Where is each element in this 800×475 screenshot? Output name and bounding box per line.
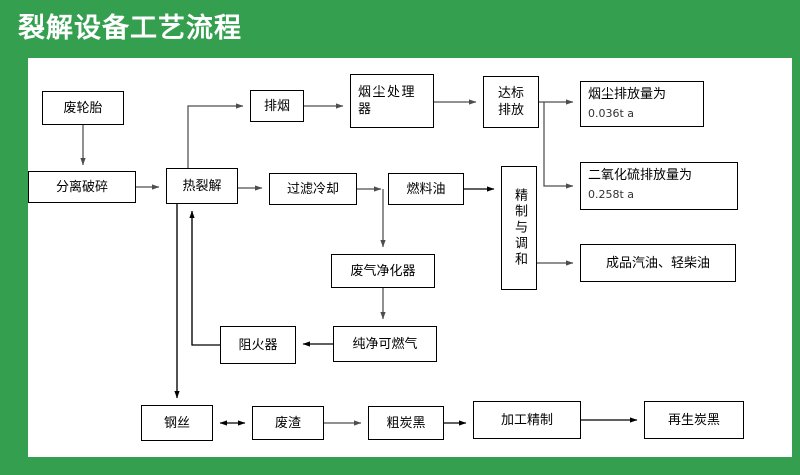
flowchart-connectors xyxy=(80,99,638,426)
node-steel-wire[interactable]: 钢丝 xyxy=(141,405,213,441)
node-label: 燃料油 xyxy=(406,181,446,197)
node-gas-purifier[interactable]: 废气净化器 xyxy=(331,254,435,288)
node-waste-residue[interactable]: 废渣 xyxy=(252,406,324,440)
node-separate-crush[interactable]: 分离破碎 xyxy=(28,171,136,203)
node-value: 0.036t a xyxy=(588,107,635,120)
node-dust-treater[interactable]: 烟尘处理 器 xyxy=(350,74,434,128)
node-flame-arrester[interactable]: 阻火器 xyxy=(220,326,296,364)
node-label: 钢丝 xyxy=(163,415,190,431)
node-label: 废渣 xyxy=(274,415,301,431)
edge-std-emission-to-so2-amount xyxy=(543,102,574,189)
node-finished-oil[interactable]: 成品汽油、轻柴油 xyxy=(580,244,736,282)
node-clean-gas[interactable]: 纯净可燃气 xyxy=(333,326,437,362)
node-regenerated-carbon-black[interactable]: 再生炭黑 xyxy=(644,401,744,439)
node-label: 达标 排放 xyxy=(497,86,524,118)
node-label: 过滤冷却 xyxy=(286,181,339,197)
node-label: 精制与调和 xyxy=(512,188,527,268)
node-refine-blend[interactable]: 精制与调和 xyxy=(501,166,537,290)
node-std-emission[interactable]: 达标 排放 xyxy=(483,76,539,128)
node-label: 成品汽油、轻柴油 xyxy=(605,255,710,271)
node-label: 烟尘处理 器 xyxy=(358,85,417,117)
node-dust-emission-amount[interactable]: 烟尘排放量为 0.036t a xyxy=(580,81,704,127)
node-label: 二氧化硫排放量为 xyxy=(588,168,693,183)
node-label: 再生炭黑 xyxy=(667,412,720,428)
node-raw-carbon-black[interactable]: 粗炭黑 xyxy=(368,406,444,440)
node-label: 热裂解 xyxy=(182,178,222,194)
node-fuel-oil[interactable]: 燃料油 xyxy=(388,173,464,205)
node-flue-gas[interactable]: 排烟 xyxy=(250,90,304,122)
node-filter-cool[interactable]: 过滤冷却 xyxy=(269,173,357,205)
node-pyrolysis[interactable]: 热裂解 xyxy=(166,168,238,204)
title-bar: 裂解设备工艺流程 xyxy=(0,0,800,58)
flowchart-canvas: 废轮胎 分离破碎 热裂解 排烟 烟尘处理 器 达标 排放 烟尘排放量为 0.03… xyxy=(28,58,792,457)
page-title: 裂解设备工艺流程 xyxy=(18,13,242,44)
edge-flame-arrester-to-pyrolysis xyxy=(189,210,220,346)
node-label: 废轮胎 xyxy=(63,100,103,116)
node-label: 加工精制 xyxy=(500,412,553,428)
node-label: 烟尘排放量为 xyxy=(588,87,667,102)
node-label: 粗炭黑 xyxy=(386,415,426,431)
edge-pyrolysis-to-flue-gas xyxy=(187,103,244,168)
node-label: 分离破碎 xyxy=(55,179,108,195)
node-label: 阻火器 xyxy=(238,337,278,353)
node-so2-emission-amount[interactable]: 二氧化硫排放量为 0.258t a xyxy=(580,162,738,210)
node-label: 废气净化器 xyxy=(350,263,416,279)
node-process-refine[interactable]: 加工精制 xyxy=(473,401,581,439)
node-waste-tire[interactable]: 废轮胎 xyxy=(42,91,124,125)
node-value: 0.258t a xyxy=(588,188,635,201)
node-label: 纯净可燃气 xyxy=(352,336,418,352)
node-label: 排烟 xyxy=(263,98,290,114)
